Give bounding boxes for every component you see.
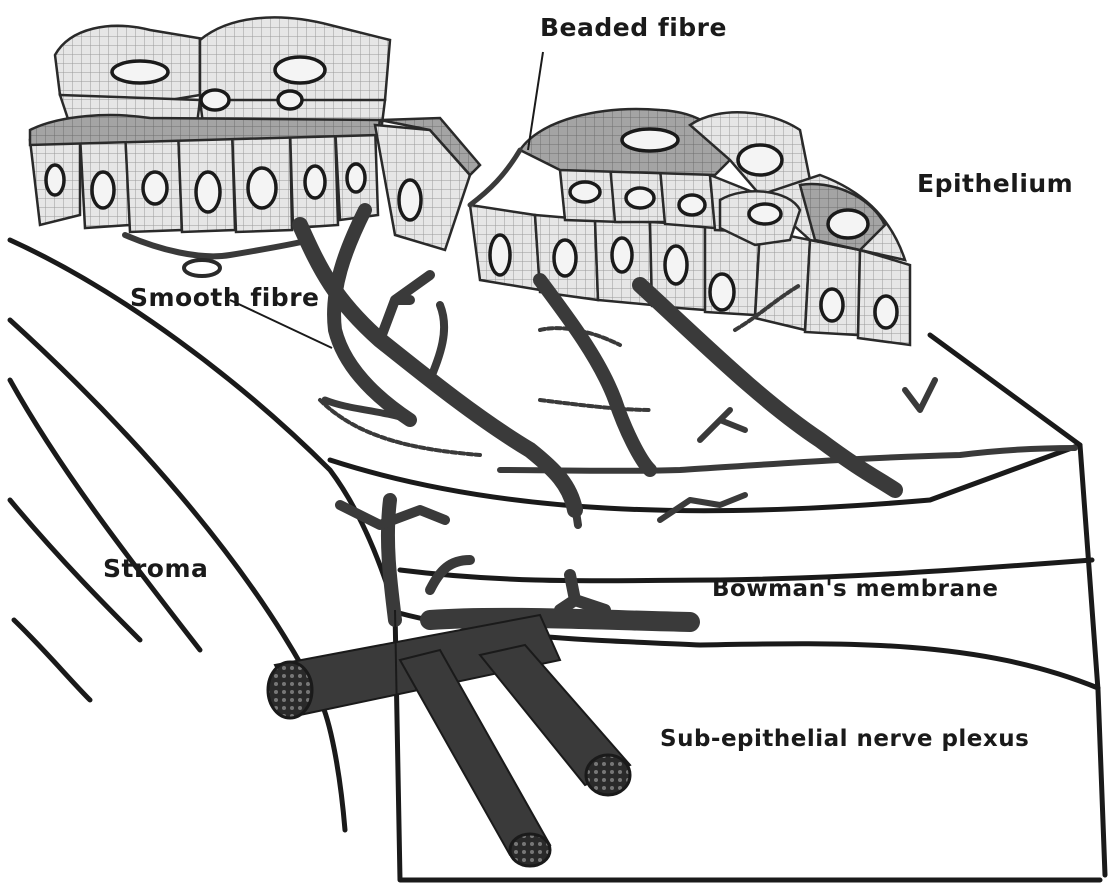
nucleus xyxy=(399,180,421,220)
label-stroma: Stroma xyxy=(103,554,208,583)
nerve-bundle-cross-section xyxy=(586,755,630,795)
nucleus xyxy=(875,296,897,328)
nucleus xyxy=(622,129,678,151)
label-bowmans-membrane: Bowman's membrane xyxy=(712,576,999,602)
nucleus xyxy=(821,289,843,321)
nucleus xyxy=(828,210,868,238)
nucleus xyxy=(305,166,325,198)
nucleus xyxy=(248,168,276,208)
nucleus xyxy=(201,90,229,110)
nucleus xyxy=(570,182,600,202)
nucleus xyxy=(665,246,687,284)
nucleus xyxy=(612,238,632,272)
label-sub-epithelial-nerve-plexus: Sub-epithelial nerve plexus xyxy=(660,726,1029,752)
nucleus xyxy=(710,274,734,310)
nucleus xyxy=(626,188,654,208)
nerve-bundle-cross-section xyxy=(510,834,550,866)
nucleus xyxy=(749,204,781,224)
nucleus xyxy=(679,195,705,215)
nucleus xyxy=(46,165,64,195)
nucleus xyxy=(738,145,782,175)
nucleus xyxy=(143,172,167,204)
nucleus xyxy=(275,57,325,83)
nerve-plexus-bundles xyxy=(268,610,630,880)
nucleus xyxy=(92,172,114,208)
nucleus xyxy=(278,91,302,109)
nucleus xyxy=(347,164,365,192)
nucleus xyxy=(554,240,576,276)
nerve-bundle-cross-section xyxy=(268,662,312,718)
nucleus xyxy=(490,235,510,275)
nucleus xyxy=(112,61,168,83)
nucleus xyxy=(196,172,220,212)
label-beaded-fibre: Beaded fibre xyxy=(540,13,727,42)
label-epithelium: Epithelium xyxy=(917,169,1073,198)
label-smooth-fibre: Smooth fibre xyxy=(130,283,319,312)
